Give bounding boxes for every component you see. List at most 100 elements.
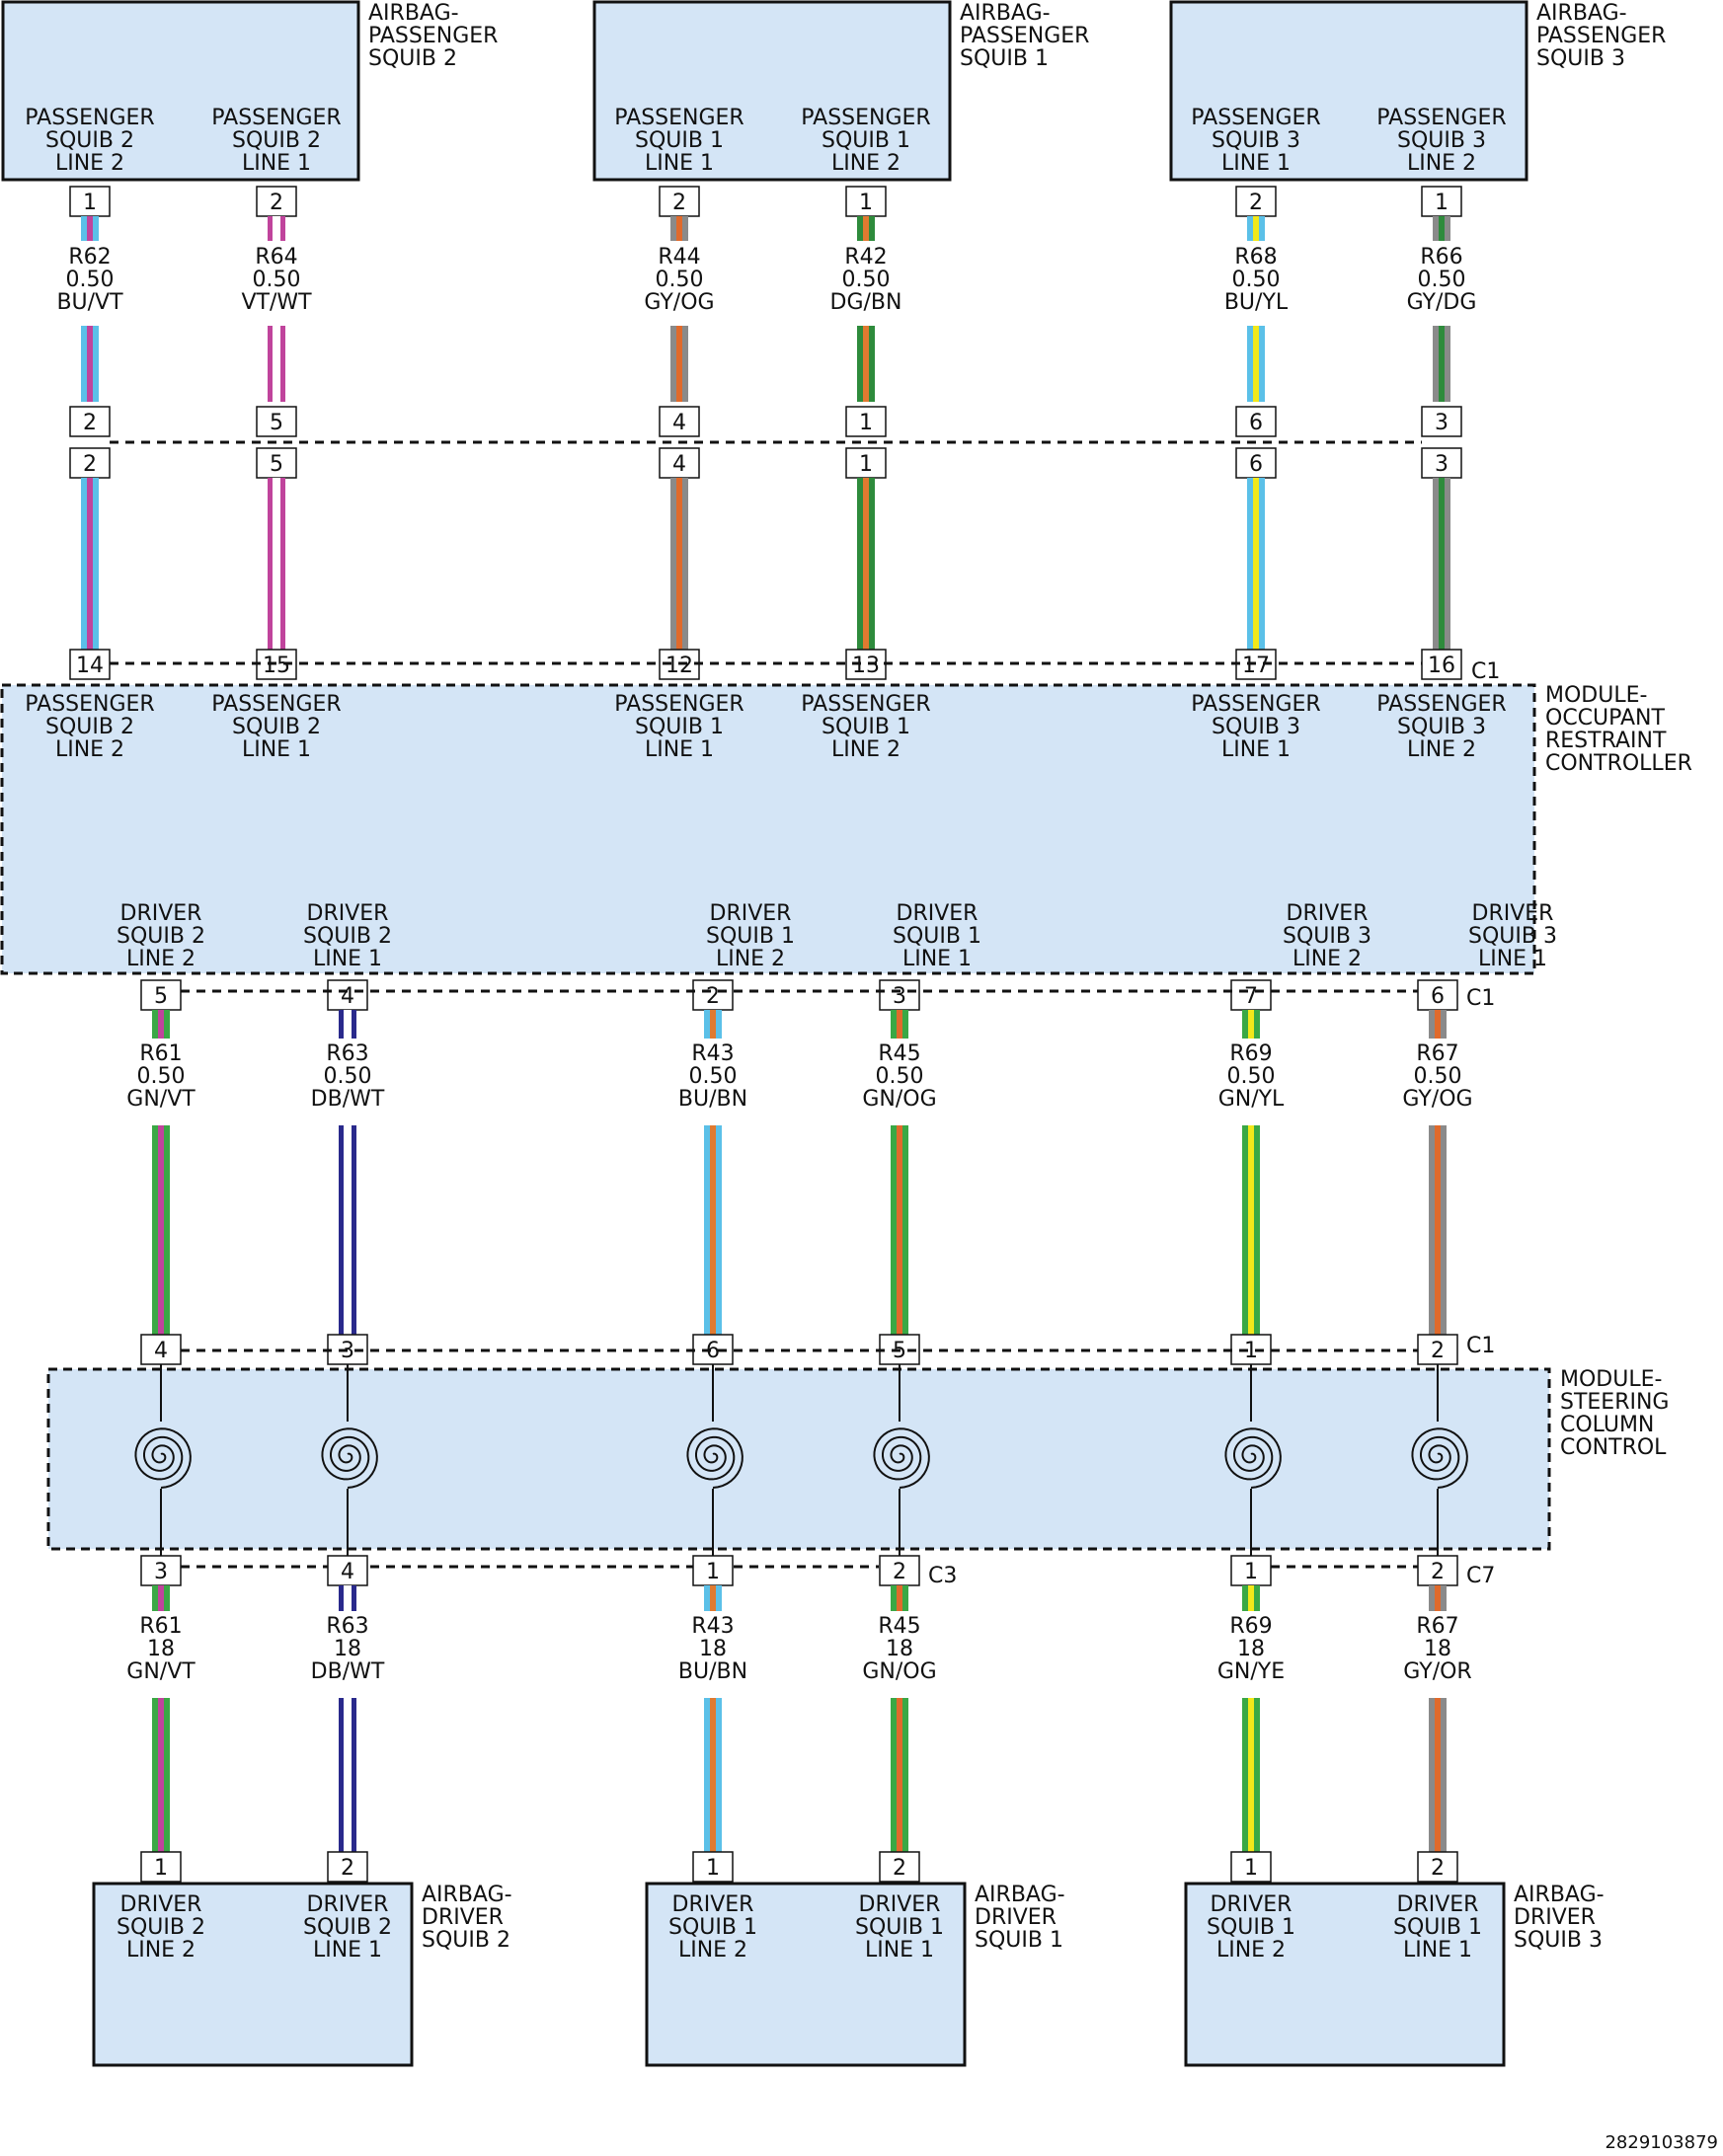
circuit-label: R69 <box>1229 1614 1272 1639</box>
orc-top-pin-label: LINE 1 <box>242 737 311 762</box>
airbag_driver_squib2-name: DRIVER <box>422 1905 504 1930</box>
circuit-label: R45 <box>878 1041 920 1066</box>
airbag-driver-pin-3 <box>879 1851 920 1883</box>
orc-top-pin-5-label: 16 <box>1428 654 1455 678</box>
airbag_passenger_squib3-name: PASSENGER <box>1536 24 1666 48</box>
gauge-label: 0.50 <box>876 1064 924 1089</box>
airbag_driver_squib2-name: AIRBAG- <box>422 1883 512 1907</box>
orc-top-pin-label: PASSENGER <box>211 692 341 717</box>
color-code-label: GY/OG <box>644 290 714 315</box>
color-code-label: BU/VT <box>56 290 123 315</box>
orc-name: MODULE- <box>1545 683 1647 708</box>
airbag-driver-pin-4-label: 1 <box>1244 1856 1258 1881</box>
airbag_passenger_squib2-name: AIRBAG- <box>368 1 459 26</box>
airbag_driver_squib1-pin-label: SQUIB 1 <box>855 1915 944 1940</box>
orc-top-pin-label: LINE 1 <box>645 737 714 762</box>
wire-up-a-0-stripe <box>87 216 93 241</box>
orc-bottom-pin-4-label: 7 <box>1244 984 1258 1009</box>
circuit-label: R63 <box>326 1041 368 1066</box>
airbag_passenger_squib2-pin-label: LINE 2 <box>55 151 124 176</box>
color-code-label: GY/OG <box>1402 1087 1472 1112</box>
orc-name: CONTROLLER <box>1545 751 1692 776</box>
circuit-label: R45 <box>878 1614 920 1639</box>
clockspring-icon <box>134 1427 192 1489</box>
airbag_passenger_squib2-name: PASSENGER <box>368 24 498 48</box>
airbag-pin-0-label: 1 <box>83 191 97 215</box>
sccm-bottom-pin-4-label: 1 <box>1244 1560 1258 1584</box>
figure-id: 2829103879 <box>1605 2132 1718 2153</box>
wire-mid-b-4-stripe <box>1248 1125 1254 1335</box>
sccm-name: COLUMN <box>1560 1413 1654 1437</box>
wire-up-c-4-stripe <box>1253 478 1259 650</box>
wire-mid-a-1-base-r <box>352 1010 356 1039</box>
airbag_passenger_squib1-name: AIRBAG- <box>960 1 1051 26</box>
orc-bottom-pin-label: LINE 1 <box>1478 947 1547 971</box>
gauge-label: 0.50 <box>324 1064 372 1089</box>
orc-box <box>0 683 1536 975</box>
wire-low-b-1-base-l <box>339 1698 344 1852</box>
airbag_driver_squib3-pin-label: SQUIB 1 <box>1207 1915 1295 1940</box>
airbag_driver_squib2-pin-label: DRIVER <box>307 1892 389 1917</box>
wire-low-a-4-stripe <box>1248 1585 1254 1611</box>
orc-top-pin-label: SQUIB 3 <box>1212 715 1300 739</box>
inline-pin-a-3-label: 1 <box>859 411 873 435</box>
wire-low-a-1-base-l <box>339 1585 344 1611</box>
color-code-label: GN/YE <box>1217 1659 1285 1684</box>
sccm-name: CONTROL <box>1560 1435 1667 1460</box>
orc-bottom-pin-label: LINE 2 <box>716 947 785 971</box>
airbag_driver_squib1-name: AIRBAG- <box>975 1883 1065 1907</box>
color-code-label: GN/OG <box>862 1659 936 1684</box>
orc-top-pin-0-label: 14 <box>76 654 104 678</box>
clockspring-icon-path <box>873 1427 930 1489</box>
wire-mid-b-0-stripe <box>158 1125 164 1335</box>
circuit-label: R69 <box>1229 1041 1272 1066</box>
sccm-bottom-pin-5-label: 2 <box>1431 1560 1445 1584</box>
gauge-label: 0.50 <box>1418 268 1466 292</box>
orc-bottom-pin-label: SQUIB 3 <box>1468 924 1557 949</box>
circuit-label: R66 <box>1420 245 1462 270</box>
inline-pin-b-0 <box>69 447 111 479</box>
airbag_driver_squib3-pin-label: SQUIB 1 <box>1393 1915 1482 1940</box>
sccm-box <box>46 1367 1551 1551</box>
orc-top-pin-label: PASSENGER <box>25 692 154 717</box>
color-code-label: DB/WT <box>311 1659 385 1684</box>
airbag_passenger_squib2-pin-label: PASSENGER <box>211 106 341 130</box>
clockspring-icon-path <box>1224 1427 1282 1489</box>
airbag_driver_squib2-pin-label: SQUIB 2 <box>117 1915 205 1940</box>
wire-up-c-1-base-r <box>280 478 285 650</box>
airbag_passenger_squib3-box <box>1169 0 1528 182</box>
wire-low-b-4-stripe <box>1248 1698 1254 1852</box>
orc-bottom-pin-1-label: 4 <box>341 984 354 1009</box>
orc-name: RESTRAINT <box>1545 729 1667 753</box>
airbag_passenger_squib3-pin-label: SQUIB 3 <box>1212 128 1300 153</box>
airbag-pin-1 <box>256 186 297 217</box>
circuit-label: R43 <box>691 1614 734 1639</box>
wire-low-b-2-stripe <box>710 1698 716 1852</box>
wire-up-a-5-stripe <box>1439 216 1445 241</box>
gauge-label: 0.50 <box>137 1064 186 1089</box>
wire-up-b-3-stripe <box>863 326 869 402</box>
inline-pin-a-4 <box>1235 406 1277 437</box>
wire-mid-b-5-stripe <box>1435 1125 1441 1335</box>
airbag_passenger_squib3-pin-label: PASSENGER <box>1191 106 1320 130</box>
circuit-label: R67 <box>1416 1614 1458 1639</box>
orc-top-pin-label: SQUIB 2 <box>45 715 134 739</box>
wire-up-c-5-stripe <box>1439 478 1445 650</box>
airbag_driver_squib2-pin-label: LINE 1 <box>313 1938 382 1963</box>
gauge-label: 18 <box>699 1637 727 1661</box>
orc-top-pin-label: PASSENGER <box>1376 692 1506 717</box>
inline-pin-b-5-label: 3 <box>1435 452 1449 477</box>
inline-pin-a-3 <box>845 406 887 437</box>
orc-bottom-pin-label: SQUIB 2 <box>303 924 392 949</box>
inline-pin-b-0-label: 2 <box>83 452 97 477</box>
orc-bottom-pin-4 <box>1230 979 1272 1011</box>
inline-pin-a-5 <box>1421 406 1462 437</box>
airbag-driver-pin-0 <box>140 1851 182 1883</box>
orc-bottom-pin-label: SQUIB 1 <box>893 924 981 949</box>
gauge-label: 18 <box>147 1637 175 1661</box>
wire-low-b-3-stripe <box>897 1698 902 1852</box>
wire-mid-a-3-stripe <box>897 1010 902 1039</box>
inline-pin-a-1 <box>256 406 297 437</box>
airbag_driver_squib2-pin-label: LINE 2 <box>126 1938 196 1963</box>
airbag_passenger_squib2-pin-label: SQUIB 2 <box>45 128 134 153</box>
